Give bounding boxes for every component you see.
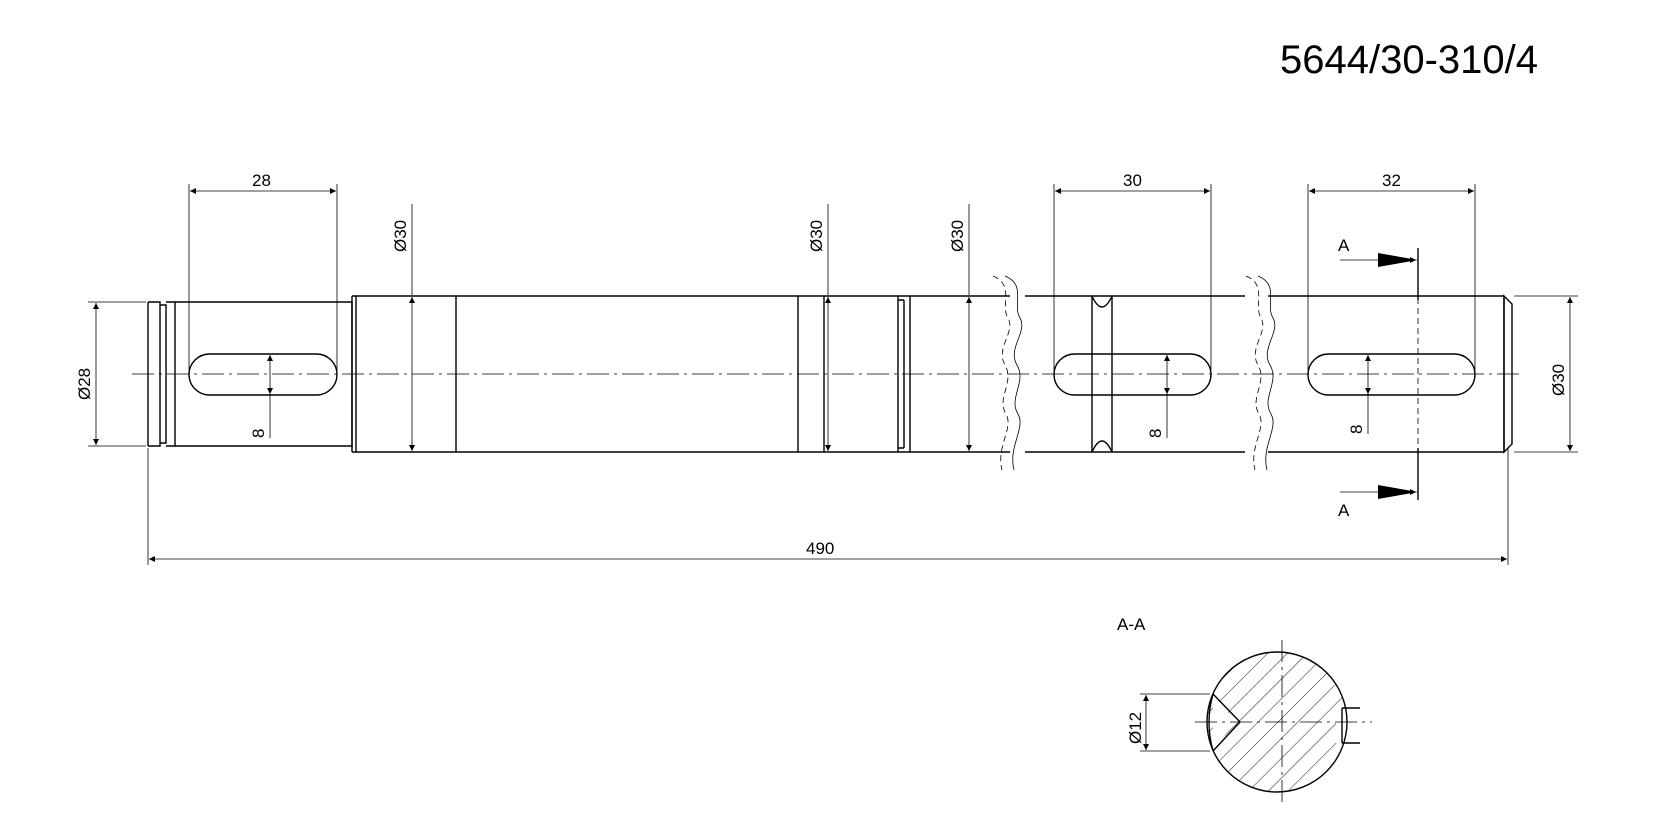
dim-keyway-2-length: 30 xyxy=(1053,171,1212,370)
keyway-2-width-label: 8 xyxy=(1146,429,1165,438)
section-view-label: A-A xyxy=(1117,615,1146,634)
keyway-2-length-label: 30 xyxy=(1123,171,1142,190)
section-marker-top: A xyxy=(1338,236,1350,255)
overall-length-label: 490 xyxy=(806,539,834,558)
keyway-3-length-label: 32 xyxy=(1382,171,1401,190)
dim-keyway-1-length: 28 xyxy=(188,171,338,370)
dim-right-diameter: Ø30 xyxy=(1514,295,1578,453)
dim-keyway-2-width: 8 xyxy=(1146,355,1170,438)
dim-step-diameter-1: Ø30 xyxy=(391,204,415,451)
dim-keyway-3-width: 8 xyxy=(1347,355,1371,434)
break-lines xyxy=(992,275,1276,471)
keyways xyxy=(188,353,1476,396)
step-diameter-1-label: Ø30 xyxy=(391,220,410,252)
keyway-1-width-label: 8 xyxy=(249,429,268,438)
keyway-1-length-label: 28 xyxy=(252,171,271,190)
right-diameter-label: Ø30 xyxy=(1549,364,1568,396)
shaft-body xyxy=(147,294,1513,454)
left-diameter-label: Ø28 xyxy=(75,368,94,400)
keyway-3-width-label: 8 xyxy=(1347,425,1366,434)
drawing-number: 5644/30-310/4 xyxy=(1280,38,1538,82)
dim-keyway-1-width: 8 xyxy=(249,355,273,438)
step-diameter-2-label: Ø30 xyxy=(807,220,826,252)
section-marker-bottom: A xyxy=(1338,501,1350,520)
dim-keyway-3-length: 32 xyxy=(1307,171,1476,370)
dim-step-diameter-2: Ø30 xyxy=(807,204,831,451)
dim-step-diameter-3: Ø30 xyxy=(948,204,972,451)
section-cut-marker: A A xyxy=(1338,236,1419,520)
dim-left-diameter: Ø28 xyxy=(75,301,146,447)
section-hole-diameter-label: Ø12 xyxy=(1126,712,1145,744)
dim-overall-length: 490 xyxy=(147,448,1509,565)
step-diameter-3-label: Ø30 xyxy=(948,220,967,252)
section-view: A-A Ø12 xyxy=(1117,615,1372,804)
